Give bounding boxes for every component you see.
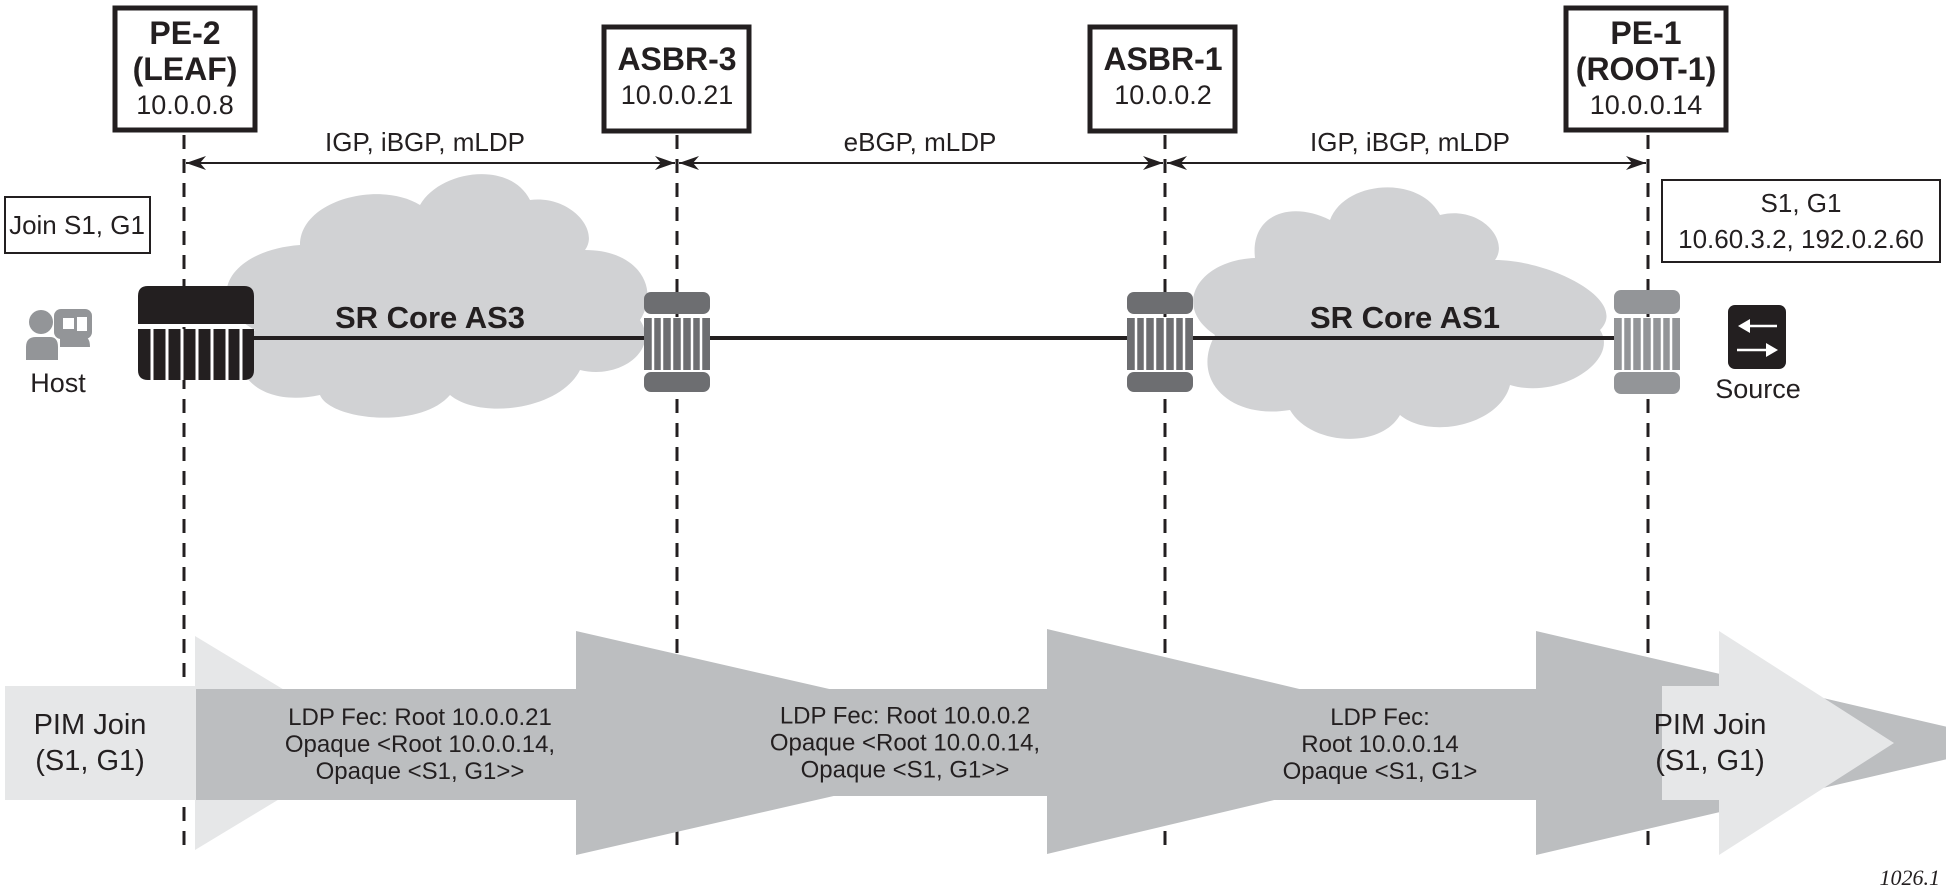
cloud-as3 [226, 174, 648, 418]
host-label: Host [30, 368, 86, 398]
node-title-line: (ROOT-1) [1576, 51, 1716, 87]
node-ip: 10.0.0.8 [136, 90, 234, 120]
message-text-line: Opaque <S1, G1>> [316, 758, 525, 785]
message-text-line: (S1, G1) [1655, 745, 1765, 777]
source-info-box: S1, G1 10.60.3.2, 192.0.2.60 [1661, 179, 1941, 263]
node-asbr1[interactable]: ASBR-1 10.0.0.2 [1087, 24, 1238, 134]
source-group-label: S1, G1 [1761, 188, 1842, 218]
source-label: Source [1715, 374, 1801, 404]
message-flow: PIM Join(S1, G1)LDP Fec: Root 10.0.0.21O… [5, 629, 1946, 855]
node-pe1[interactable]: PE-1 (ROOT-1) 10.0.0.14 [1563, 5, 1729, 133]
message-text-line: Root 10.0.0.14 [1301, 731, 1458, 758]
arrow-shape [685, 629, 1520, 854]
node-pe2[interactable]: PE-2 (LEAF) 10.0.0.8 [112, 5, 258, 133]
node-title-line: ASBR-3 [617, 41, 736, 77]
figure-id: 1026.1 [1880, 865, 1941, 890]
host-endpoint[interactable]: Host [26, 309, 92, 398]
message-text-line: (S1, G1) [35, 745, 145, 777]
segment-label: IGP, iBGP, mLDP [325, 127, 525, 157]
join-info-text: Join S1, G1 [9, 210, 145, 240]
host-icon [26, 309, 92, 360]
pim-join-arrow: PIM Join (S1, G1) [1654, 631, 1894, 855]
segment-asbr1-pe1: IGP, iBGP, mLDP [1167, 127, 1646, 170]
switch-icon [1728, 305, 1786, 369]
node-asbr3[interactable]: ASBR-3 10.0.0.21 [601, 24, 752, 134]
router-asbr1[interactable] [1127, 292, 1193, 392]
message-text-line: PIM Join [1654, 709, 1767, 741]
message-text-line: Opaque <Root 10.0.0.14, [285, 731, 555, 758]
source-group-addresses: 10.60.3.2, 192.0.2.60 [1678, 224, 1924, 254]
message-text-line: LDP Fec: [1330, 704, 1430, 731]
arrow-shape [196, 631, 1065, 855]
node-ip: 10.0.0.21 [621, 80, 734, 110]
cloud-label-as1: SR Core AS1 [1310, 300, 1500, 335]
message-text-line: Opaque <Root 10.0.0.14, [770, 730, 1040, 757]
source-endpoint[interactable]: Source [1715, 305, 1801, 404]
segment-pe2-asbr3: IGP, iBGP, mLDP [186, 127, 675, 170]
message-text-line: Opaque <S1, G1>> [801, 757, 1010, 784]
node-ip: 10.0.0.14 [1590, 90, 1703, 120]
cloud-as1 [1193, 187, 1607, 439]
segment-label: eBGP, mLDP [844, 127, 997, 157]
join-info-box: Join S1, G1 [4, 196, 151, 254]
router-asbr3[interactable] [644, 292, 710, 392]
message-text-line: PIM Join [34, 709, 147, 741]
cloud-label-as3: SR Core AS3 [335, 300, 525, 335]
message-text-line: LDP Fec: Root 10.0.0.2 [780, 703, 1030, 730]
router-pe2[interactable] [138, 286, 254, 380]
node-title-line: PE-2 [149, 15, 220, 51]
message-text-line: LDP Fec: Root 10.0.0.21 [288, 704, 552, 731]
segment-label: IGP, iBGP, mLDP [1310, 127, 1510, 157]
segment-asbr3-asbr1: eBGP, mLDP [679, 127, 1163, 170]
node-title-line: ASBR-1 [1103, 41, 1222, 77]
node-title-line: PE-1 [1610, 15, 1681, 51]
arrow-shape [1662, 631, 1894, 855]
message-text-line: Opaque <S1, G1> [1283, 758, 1478, 785]
node-title-line: (LEAF) [133, 51, 238, 87]
router-pe1[interactable] [1614, 290, 1680, 394]
node-ip: 10.0.0.2 [1114, 80, 1212, 110]
